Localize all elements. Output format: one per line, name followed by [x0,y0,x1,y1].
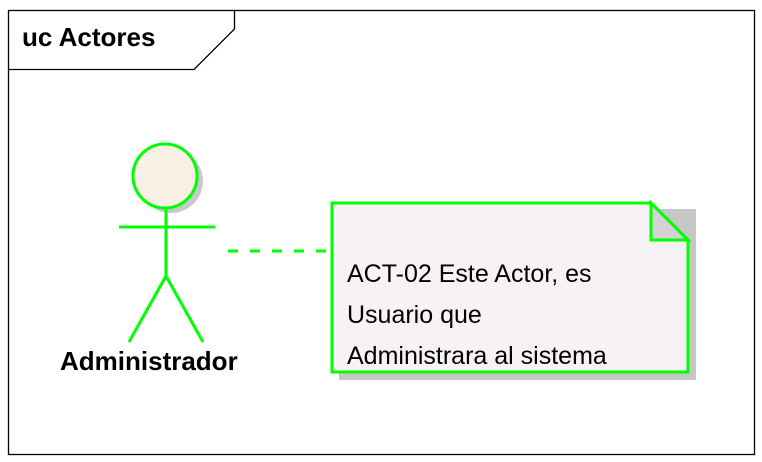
actor-right-leg [164,275,205,343]
note-text: ACT-02 Este Actor, es Usuario que Admini… [347,254,607,377]
frame-title: uc Actores [22,22,156,52]
note-line-1: ACT-02 Este Actor, es [347,260,592,288]
note-body [330,201,690,374]
actor-left-leg [127,275,168,343]
actor-administrador[interactable] [119,142,215,343]
note-line-2: Usuario que [347,301,482,329]
frame-title-tab [8,10,236,71]
note-folded-corner [649,199,692,242]
note-line-3: Administrara al sistema [347,342,607,370]
note-act-02[interactable] [330,199,692,374]
actor-label: Administrador [60,346,238,376]
actor-head [131,142,199,210]
